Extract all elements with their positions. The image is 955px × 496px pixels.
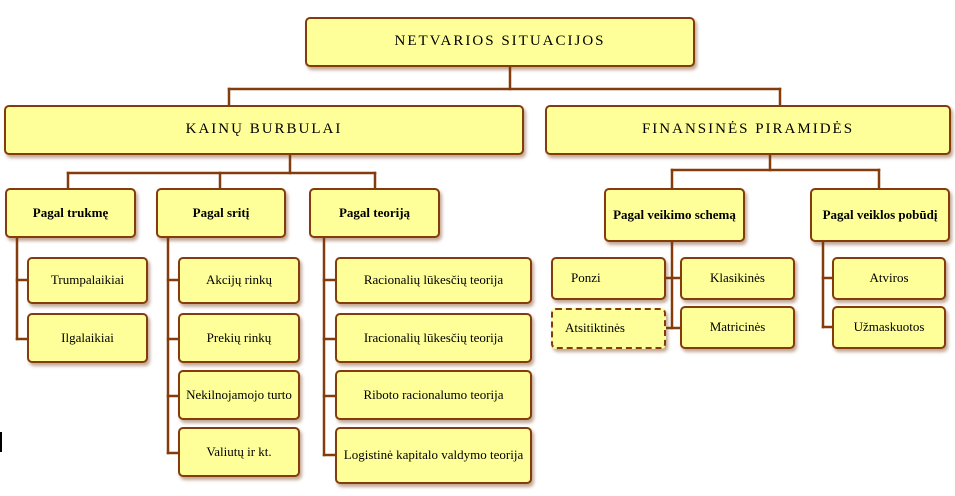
root-label: NETVARIOS SITUACIJOS [394,33,606,50]
nekilnojamojo-turto-label: Nekilnojamojo turto [186,386,292,402]
pagal-sriti-node: Pagal sritį [156,188,286,238]
pagal-veikimo-label: Pagal veikimo schemą [613,206,736,222]
pagal-teorija-label: Pagal teoriją [338,204,411,220]
kainu-burbulai-label: KAINŲ BURBULAI [185,121,343,138]
akciju-rinku-label: Akcijų rinkų [205,272,273,288]
trumpalaikiai-node: Trumpalaikiai [27,257,148,304]
pagal-teorija-node: Pagal teoriją [309,188,440,238]
edge-mark [0,432,2,452]
trumpalaikiai-label: Trumpalaikiai [50,272,125,288]
iracionaliu-lukesciu-label: Iracionalių lūkesčių teorija [363,329,504,345]
kainu-burbulai-node: KAINŲ BURBULAI [4,105,524,155]
logistine-kapitalo-node: Logistinė kapitalo valdymo teorija [335,427,532,484]
ponzi-node: Ponzi [551,257,666,300]
pagal-sriti-label: Pagal sritį [192,204,250,220]
atviros-label: Atviros [869,270,909,286]
matricines-label: Matricinės [709,319,766,335]
prekiu-rinku-node: Prekių rinkų [178,313,300,363]
finansines-piramides-node: FINANSINĖS PIRAMIDĖS [545,105,951,155]
riboto-racionalumo-node: Riboto racionalumo teorija [335,370,532,420]
klasikines-node: Klasikinės [680,257,795,300]
pagal-veiklos-node: Pagal veiklos pobūdį [810,188,950,242]
pagal-veikimo-node: Pagal veikimo schemą [604,188,745,242]
racionaliu-lukesciu-node: Racionalių lūkesčių teorija [335,257,532,304]
pagal-trukme-node: Pagal trukmę [5,188,136,238]
atviros-node: Atviros [832,257,946,300]
uzmaskuotos-node: Užmaskuotos [832,306,946,349]
valiutu-label: Valiutų ir kt. [206,443,272,459]
ponzi-label: Ponzi [571,270,601,286]
akciju-rinku-node: Akcijų rinkų [178,257,300,304]
uzmaskuotos-label: Užmaskuotos [853,319,925,335]
atsitiktines-node: Atsitiktinės [551,308,666,349]
logistine-kapitalo-label: Logistinė kapitalo valdymo teorija [343,447,524,463]
prekiu-rinku-label: Prekių rinkų [206,329,272,345]
valiutu-node: Valiutų ir kt. [178,427,300,477]
pagal-veiklos-label: Pagal veiklos pobūdį [822,206,938,222]
matricines-node: Matricinės [680,306,795,349]
racionaliu-lukesciu-label: Racionalių lūkesčių teorija [363,272,504,288]
klasikines-label: Klasikinės [710,270,765,286]
finansines-piramides-label: FINANSINĖS PIRAMIDĖS [641,121,855,138]
atsitiktines-label: Atsitiktinės [565,320,625,336]
nekilnojamojo-turto-node: Nekilnojamojo turto [178,370,300,420]
pagal-trukme-label: Pagal trukmę [32,204,109,220]
riboto-racionalumo-label: Riboto racionalumo teorija [363,386,504,402]
ilgalaikiai-label: Ilgalaikiai [61,329,114,345]
root-node: NETVARIOS SITUACIJOS [305,17,695,67]
iracionaliu-lukesciu-node: Iracionalių lūkesčių teorija [335,313,532,363]
ilgalaikiai-node: Ilgalaikiai [27,313,148,363]
